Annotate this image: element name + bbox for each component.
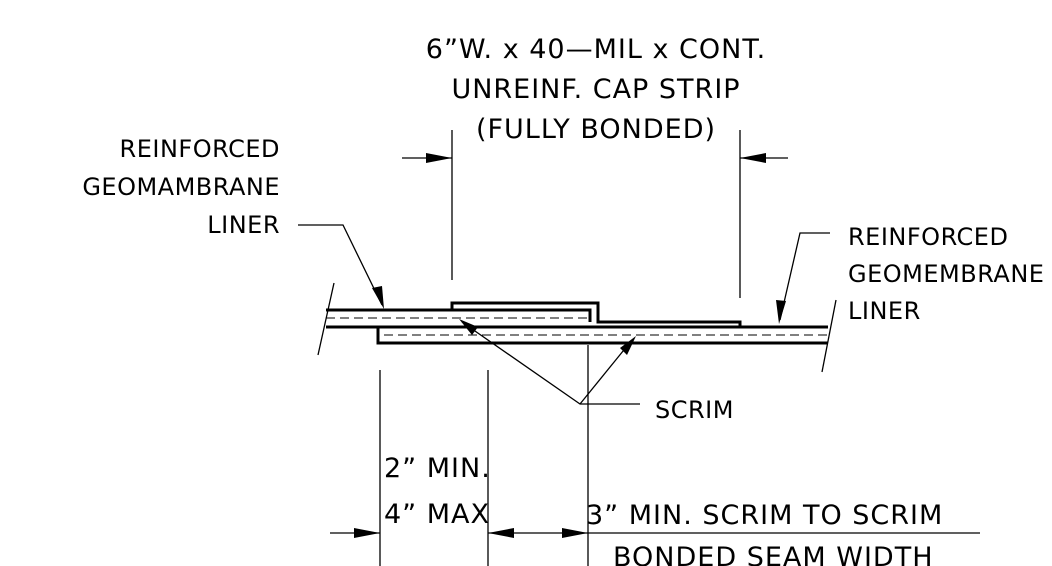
right-liner-label-line1: REINFORCED bbox=[848, 223, 1008, 251]
left-liner-label-line3: LINER bbox=[207, 211, 280, 239]
right-liner-leader bbox=[779, 232, 830, 321]
scrim-leader-left-arrowhead bbox=[459, 319, 478, 335]
left-break-line bbox=[317, 282, 335, 356]
right-break-line bbox=[821, 299, 837, 373]
right-liner-leader-arrowhead bbox=[776, 300, 786, 324]
left-liner-leader bbox=[298, 224, 383, 306]
right-liner-label-line2: GEOMEMBRANE bbox=[848, 260, 1044, 288]
scrim-callout: SCRIM bbox=[459, 319, 734, 424]
seam-label-line1: 3” MIN. SCRIM TO SCRIM bbox=[586, 500, 943, 531]
lower-liner-bottom-edge bbox=[376, 327, 828, 345]
right-liner-label-line3: LINER bbox=[848, 297, 921, 325]
cap-strip-label-line2: UNREINF. CAP STRIP bbox=[451, 74, 740, 105]
cap-strip-label-line3: (FULLY BONDED) bbox=[476, 114, 716, 145]
overlap-dimension: 2” MIN. 4” MAX bbox=[330, 370, 588, 566]
right-liner-callout: REINFORCED GEOMEMBRANE LINER bbox=[776, 223, 1044, 325]
scrim-label: SCRIM bbox=[655, 396, 734, 424]
cap-strip-arrowhead-left bbox=[426, 153, 452, 163]
left-liner-callout: REINFORCED GEOMAMBRANE LINER bbox=[82, 135, 384, 309]
overlap-arrowhead-left bbox=[354, 528, 380, 538]
left-liner-leader-arrowhead bbox=[372, 286, 384, 309]
scrim-leader-right-arrowhead bbox=[620, 336, 636, 355]
left-liner-label-line1: REINFORCED bbox=[120, 135, 280, 163]
cap-strip-callout: 6”W. x 40—MIL x CONT. UNREINF. CAP STRIP… bbox=[426, 34, 766, 145]
cap-strip-dimension bbox=[402, 130, 788, 298]
seam-cross-section bbox=[317, 282, 837, 373]
seam-arrowhead-left bbox=[562, 528, 588, 538]
seam-label-line2: BONDED SEAM WIDTH bbox=[613, 542, 934, 566]
left-liner-label-line2: GEOMAMBRANE bbox=[82, 173, 280, 201]
overlap-min-label: 2” MIN. bbox=[384, 453, 491, 484]
cap-strip-outline bbox=[450, 301, 742, 327]
overlap-max-label: 4” MAX bbox=[384, 499, 490, 530]
cap-strip-arrowhead-right bbox=[740, 153, 766, 163]
upper-liner-top-edge bbox=[326, 308, 592, 322]
overlap-arrowhead-right bbox=[488, 528, 514, 538]
seam-width-dimension: 3” MIN. SCRIM TO SCRIM BONDED SEAM WIDTH bbox=[562, 345, 980, 566]
cap-strip-label-line1: 6”W. x 40—MIL x CONT. bbox=[426, 34, 766, 65]
